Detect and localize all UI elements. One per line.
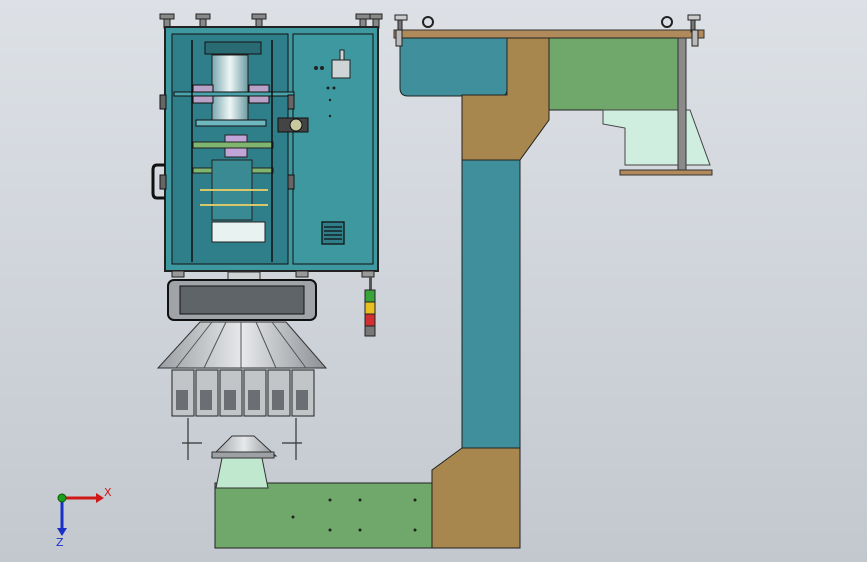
cabinet-handle[interactable] bbox=[151, 163, 165, 200]
weigh-buckets bbox=[171, 369, 315, 417]
green-crossbar bbox=[192, 141, 274, 149]
axis-triad: X Z bbox=[56, 486, 112, 549]
top-rail bbox=[393, 29, 705, 39]
inner-rails bbox=[200, 189, 268, 206]
x-axis-label: X bbox=[104, 486, 112, 499]
drum-frame-top bbox=[204, 41, 262, 55]
base-bolts bbox=[291, 498, 417, 532]
vent-grille-icon bbox=[321, 221, 345, 245]
light-base bbox=[364, 325, 376, 337]
rail-clamps bbox=[394, 14, 701, 47]
bottom-plate bbox=[619, 169, 713, 176]
light-green bbox=[364, 289, 376, 303]
vertical-column bbox=[461, 159, 521, 451]
cabinet-side-stubs bbox=[159, 94, 295, 190]
mint-chute bbox=[602, 109, 711, 166]
cone-ribs bbox=[175, 321, 307, 369]
cabinet-top-feet bbox=[159, 13, 383, 29]
light-yellow bbox=[364, 301, 376, 315]
cabinet-bottom-feet bbox=[171, 270, 375, 278]
teal-hopper-block bbox=[399, 37, 508, 97]
guide-posts bbox=[191, 40, 273, 262]
support-structure bbox=[214, 14, 713, 549]
drum-brackets bbox=[173, 84, 309, 133]
main-body-panel bbox=[179, 285, 305, 315]
control-cabinet[interactable] bbox=[151, 13, 383, 278]
triad-origin bbox=[57, 493, 67, 503]
light-pole bbox=[369, 276, 372, 290]
z-arrowhead bbox=[57, 528, 67, 536]
weigher-head bbox=[156, 271, 328, 489]
support-rods bbox=[182, 418, 302, 460]
funnel-ring bbox=[211, 451, 275, 459]
x-arrowhead bbox=[96, 493, 104, 503]
green-upper-block bbox=[548, 37, 685, 111]
signal-tower-light bbox=[364, 276, 376, 337]
bucket-shadows bbox=[176, 390, 308, 410]
lower-hood bbox=[211, 221, 266, 243]
dispersion-cone bbox=[156, 321, 328, 369]
wood-base bbox=[431, 447, 521, 549]
belt-drum bbox=[211, 54, 249, 126]
light-red bbox=[364, 313, 376, 327]
z-axis-label: Z bbox=[56, 536, 64, 549]
steel-post bbox=[677, 37, 687, 171]
top-cone-neck bbox=[227, 271, 261, 281]
control-components bbox=[314, 49, 351, 118]
funnel-chute bbox=[215, 457, 269, 489]
green-base-box bbox=[214, 482, 433, 549]
collecting-funnel bbox=[210, 435, 278, 457]
